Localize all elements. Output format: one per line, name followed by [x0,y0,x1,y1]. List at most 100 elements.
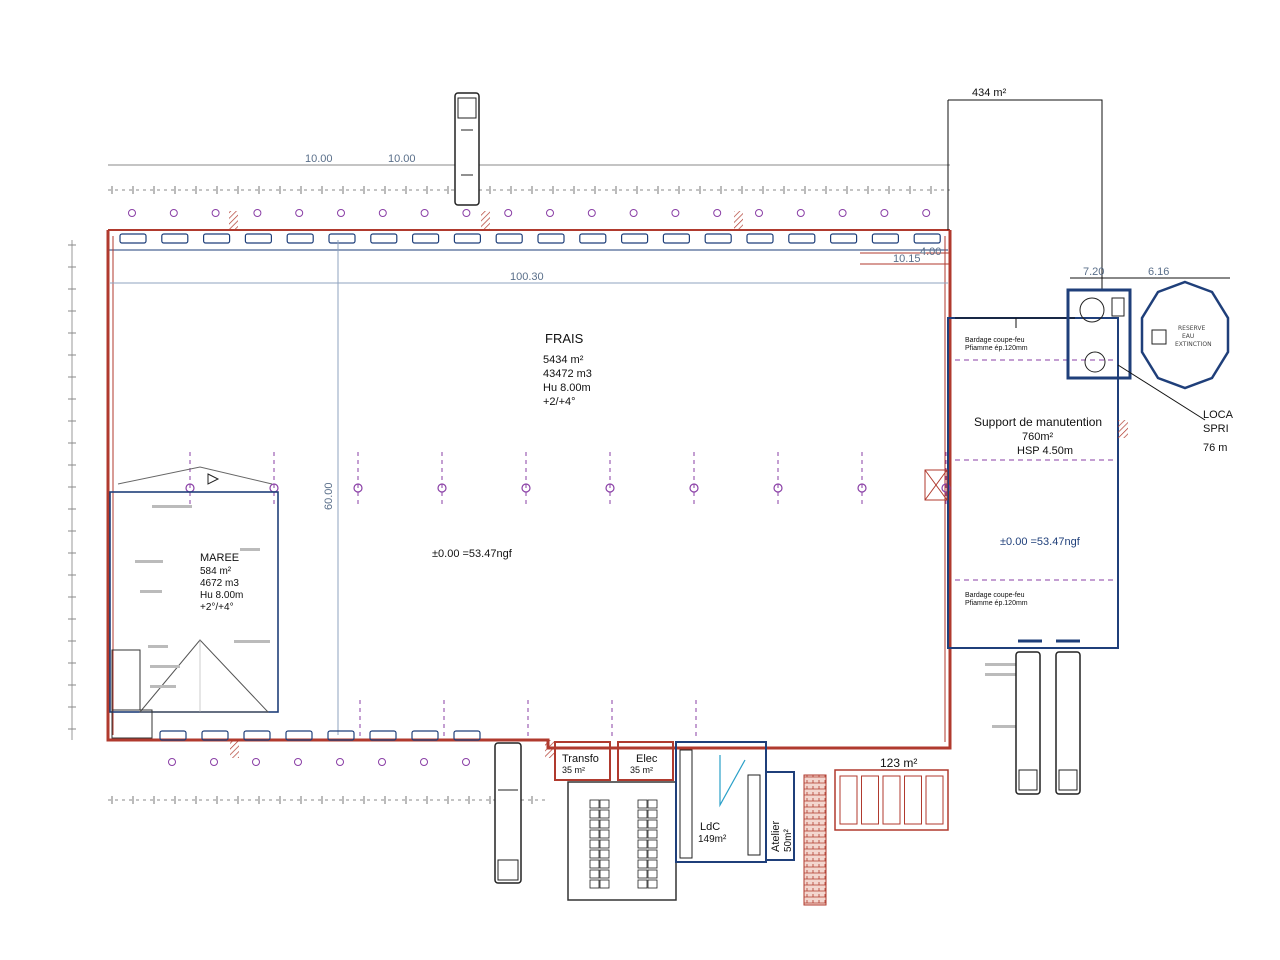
maree-temp: +2°/+4° [200,602,234,613]
bardage-bot-2: Pfiamme ép.120mm [965,600,1028,607]
frais-temp: +2/+4° [543,396,576,408]
service-rooms [554,741,949,906]
dock-door [285,730,313,741]
rack-cell [637,839,648,849]
rack-cell [637,819,648,829]
column-marker [462,209,471,217]
dock-door [159,730,187,741]
truck-bottom-right-2 [1055,651,1081,795]
column-marker [253,209,262,217]
truck-bottom-right-1 [1015,651,1041,795]
ldc-area: 149m² [698,834,727,845]
ldc-name: LdC [700,821,720,833]
rack-cell [599,849,610,859]
support-height: HSP 4.50m [1017,445,1073,457]
door-panel [861,775,879,825]
annotation-notes [135,505,1021,728]
column-marker [420,758,428,766]
reserve-label-3: EXTINCTION [1175,341,1212,348]
column-marker [337,209,345,217]
elec-area: 35 m² [630,765,653,775]
column-marker [755,209,763,217]
dock-door [161,233,189,244]
door-panel [882,775,901,825]
rack-cell [647,879,658,889]
column-marker [587,209,596,217]
rack-cell [637,879,648,889]
maree-volume: 4672 m3 [200,578,239,589]
dock-door [412,233,440,244]
dock-door [369,730,397,741]
atelier-name: Atelier [770,820,782,852]
rack-cell [599,799,610,809]
dim-10-15: 10.15 [893,253,921,265]
rack-cell [589,879,600,889]
local-sprinkler-line1: LOCA [1203,409,1234,421]
inner-dimensions: 100.30 60.00 [68,240,948,740]
dock-door [871,233,900,244]
frais-volume: 43472 m3 [543,368,592,380]
dock-door [788,233,816,244]
dim-length: 100.30 [510,271,544,283]
dock-door [119,233,147,244]
dock-door [327,730,355,741]
column-marker [462,758,470,766]
triangle-icon [207,473,220,485]
right-annex [924,99,1128,649]
dock-door [829,233,858,244]
column-grid [185,452,951,740]
top-dock-strip: 4.00 10.15 [108,209,950,265]
door-panel [904,775,922,825]
column-marker [671,209,680,217]
column-marker [168,758,176,766]
rack-cell [589,849,600,859]
rack-cell [647,859,658,869]
sprinkler-room: 7.20 6.16 RESERVE EAU EXTINCTION [1066,266,1230,421]
dock-door [579,233,607,244]
column-marker [353,483,363,493]
rack-cell [637,809,648,819]
rack-cell [637,799,648,809]
rack-cell [599,839,610,849]
rack-cell [589,859,600,869]
column-marker [941,483,951,493]
fire-wall-marker [229,211,238,229]
frais-height: Hu 8.00m [543,382,591,394]
door-panel [925,775,944,825]
truck-top [454,92,480,206]
dock-door [913,233,941,244]
dock-door [328,233,356,244]
atelier-area: 50m² [783,829,794,852]
column-marker [713,209,722,217]
local-sprinkler-line3: 76 m [1203,442,1227,454]
column-marker [689,483,699,493]
dock-door [620,233,649,244]
rack-cell [599,869,610,879]
column-marker [629,209,638,217]
area-top-right: 434 m² [972,87,1007,99]
elec-name: Elec [636,753,658,765]
column-marker [796,209,805,217]
rack-cell [637,829,648,839]
local-sprinkler-line2: SPRI [1203,423,1229,435]
dock-door [286,233,314,244]
dim-top-10b: 10.00 [388,153,416,165]
column-marker [773,483,783,493]
dock-door [704,233,732,244]
bottom-dock-strip [108,730,554,804]
door-panel [839,775,858,825]
rack-cell [637,849,648,859]
maree-name: MAREE [200,552,239,564]
maree-room [109,466,279,739]
frais-name: FRAIS [545,331,584,346]
dock-door [244,233,272,244]
column-marker [437,483,447,493]
rack-cell [647,819,658,829]
rack-cell [647,869,658,879]
column-marker [922,209,931,217]
dock-door [453,233,481,244]
fire-wall-marker [734,211,743,229]
transfo-area: 35 m² [562,765,585,775]
dock-door [453,730,481,741]
